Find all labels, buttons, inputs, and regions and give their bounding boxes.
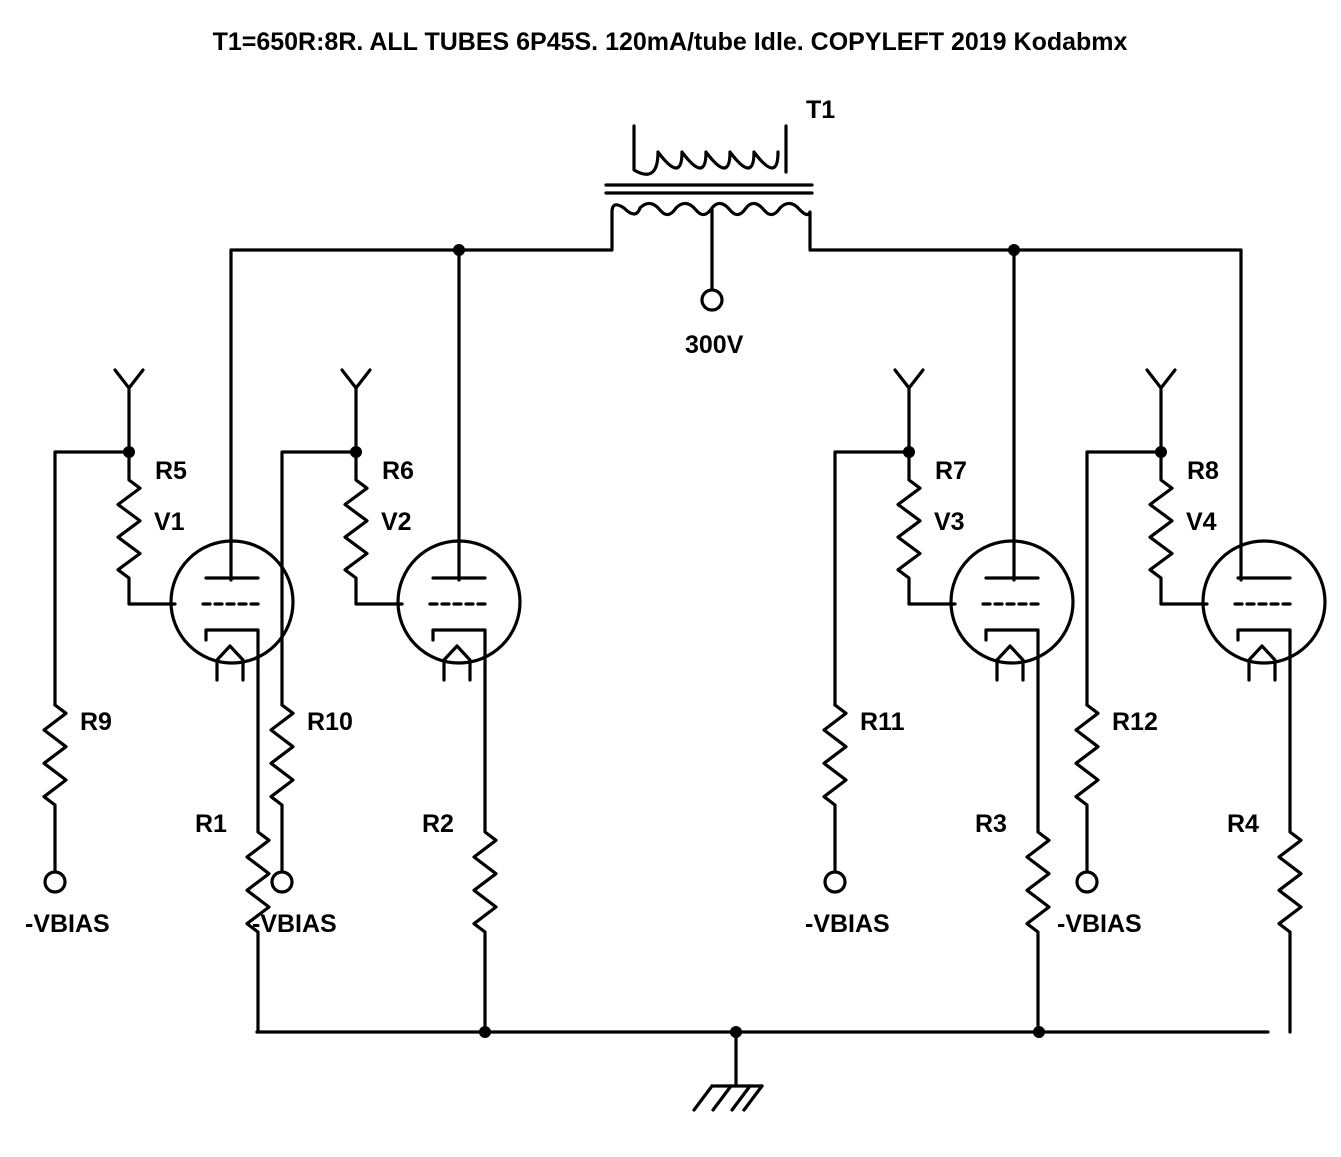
tube-label: V2	[381, 508, 412, 536]
bias-resistor-R11	[822, 703, 848, 874]
bias-resistor-label: R12	[1112, 708, 1158, 736]
output-transformer: T1 300V	[604, 96, 835, 359]
input-symbol	[1145, 368, 1177, 454]
bias-resistor-label: R9	[80, 708, 112, 736]
bias-terminal	[1075, 870, 1099, 894]
ground-bus	[255, 1026, 1270, 1112]
grid-resistor-label: R7	[935, 457, 967, 485]
tube-label: V1	[154, 508, 185, 536]
tube-envelope	[1201, 539, 1327, 665]
bias-resistor-label: R11	[860, 708, 905, 736]
tube-label: V4	[1186, 508, 1217, 536]
cathode-resistor-label: R4	[1227, 810, 1259, 838]
cathode-resistor-label: R3	[975, 810, 1007, 838]
bias-terminal	[43, 870, 67, 894]
input-symbol	[893, 368, 925, 454]
cathode-resistor-label: R1	[195, 810, 227, 838]
supply-label: 300V	[685, 331, 744, 359]
tube-envelope	[169, 539, 295, 665]
grid-resistor-R7	[896, 450, 957, 606]
cathode-resistor-R1	[245, 668, 271, 1034]
bias-resistor-R12	[1074, 703, 1100, 874]
cathode-resistor-R3	[1025, 668, 1051, 1034]
input-symbol	[340, 368, 372, 454]
bias-resistor-R10	[269, 703, 295, 874]
b-plus-terminal	[700, 288, 724, 312]
cathode-resistor-R2	[472, 668, 498, 1034]
transformer-label: T1	[806, 96, 835, 124]
bias-terminal	[823, 870, 847, 894]
tube-envelope	[949, 539, 1075, 665]
bias-label: -VBIAS	[1057, 910, 1142, 938]
plate-bus-left	[229, 248, 614, 582]
bias-label: -VBIAS	[252, 910, 337, 938]
grid-resistor-R5	[116, 450, 177, 606]
cathode-resistor-R4	[1277, 668, 1303, 1034]
cathode-resistor-label: R2	[422, 810, 454, 838]
bias-label: -VBIAS	[805, 910, 890, 938]
grid-resistor-R6	[343, 450, 404, 606]
plate-bus-right	[808, 248, 1243, 582]
title: T1=650R:8R. ALL TUBES 6P45S. 120mA/tube …	[213, 28, 1128, 56]
bias-terminal	[270, 870, 294, 894]
bias-label: -VBIAS	[25, 910, 110, 938]
input-symbol	[113, 368, 145, 454]
grid-resistor-label: R5	[155, 457, 187, 485]
bias-resistor-R9	[42, 703, 68, 874]
grid-resistor-label: R8	[1187, 457, 1219, 485]
tube-label: V3	[934, 508, 965, 536]
grid-resistor-R8	[1148, 450, 1209, 606]
bias-resistor-label: R10	[307, 708, 353, 736]
tube-envelope	[396, 539, 522, 665]
grid-resistor-label: R6	[382, 457, 414, 485]
